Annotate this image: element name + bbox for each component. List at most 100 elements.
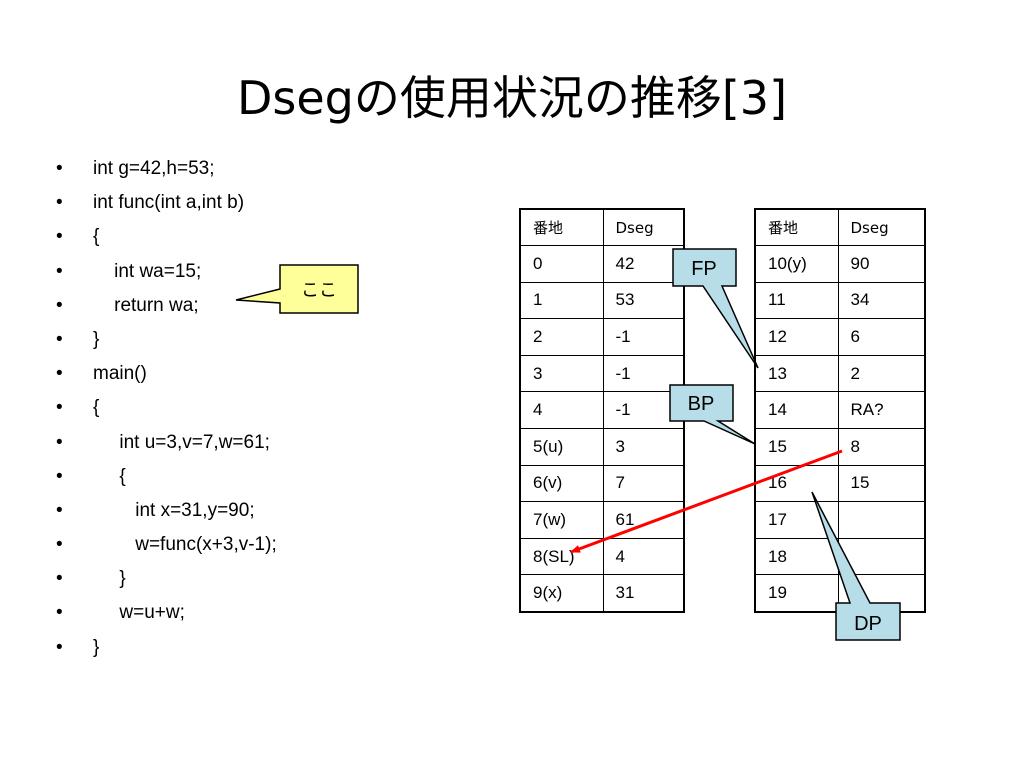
code-text: w=u+w; (93, 602, 185, 624)
value-cell: 4 (602, 537, 685, 576)
table-header-row: 番地 Dseg (519, 208, 685, 247)
value-cell: 31 (602, 574, 685, 613)
table-row: 3-1 (519, 354, 685, 393)
address-cell: 16 (754, 464, 839, 503)
value-cell: 15 (837, 464, 926, 503)
value-cell: 3 (602, 428, 685, 466)
table-row: 17 (754, 501, 926, 539)
value-cell: -1 (602, 318, 685, 356)
fp-callout-label: FP (691, 258, 717, 280)
table-row: 6(v)7 (519, 464, 685, 503)
value-cell: RA? (837, 391, 926, 430)
value-cell: 53 (602, 281, 685, 320)
address-cell: 11 (754, 281, 839, 320)
address-cell: 5(u) (519, 428, 604, 466)
table-row: 10(y)90 (754, 245, 926, 283)
address-cell: 13 (754, 354, 839, 393)
table-row: 8(SL)4 (519, 537, 685, 576)
value-cell: 42 (602, 245, 685, 283)
bullet: • (56, 158, 63, 179)
bullet: • (56, 534, 63, 556)
table-row: 0 42 (519, 245, 685, 283)
value-cell: 8 (837, 428, 926, 466)
address-cell: 12 (754, 318, 839, 356)
code-text: } (93, 568, 126, 590)
bullet: • (56, 636, 63, 658)
value-cell: 61 (602, 501, 685, 539)
table-header-row: 番地 Dseg (754, 208, 926, 247)
table-row: 2-1 (519, 318, 685, 356)
code-text: } (93, 636, 100, 658)
value-cell: 90 (837, 245, 926, 283)
code-text: { (93, 465, 126, 487)
code-text: { (93, 397, 100, 419)
address-cell: 15 (754, 428, 839, 466)
header-dseg: Dseg (837, 208, 926, 247)
address-cell: 19 (754, 574, 839, 613)
address-cell: 7(w) (519, 501, 604, 539)
address-cell: 0 (519, 245, 604, 283)
address-cell: 9(x) (519, 574, 604, 613)
here-callout (235, 264, 359, 314)
bullet: • (56, 192, 63, 214)
bullet: • (56, 294, 63, 316)
code-text: w=func(x+3,v-1); (93, 534, 277, 556)
address-cell: 10(y) (754, 245, 839, 283)
bullet: • (56, 465, 63, 487)
value-cell (837, 574, 926, 613)
address-cell: 3 (519, 354, 604, 393)
header-address: 番地 (519, 208, 604, 247)
bullet: • (56, 568, 63, 590)
code-text: main() (93, 363, 147, 385)
bullet: • (56, 602, 63, 624)
header-address: 番地 (754, 208, 839, 247)
table-row: 5(u)3 (519, 428, 685, 466)
value-cell (837, 501, 926, 539)
value-cell: -1 (602, 391, 685, 430)
code-text: { (93, 226, 100, 248)
bullet: • (56, 328, 63, 350)
code-text: } (93, 328, 100, 350)
memory-table-0-9: 番地 Dseg 0 42 1 53 2-1 3-1 4-1 5(u)3 6(v)… (519, 208, 685, 613)
address-cell: 17 (754, 501, 839, 539)
value-cell: 7 (602, 464, 685, 503)
table-row: 7(w)61 (519, 501, 685, 539)
table-row: 19 (754, 574, 926, 613)
value-cell: 6 (837, 318, 926, 356)
code-text: int func(int a,int b) (93, 192, 245, 214)
address-cell: 1 (519, 281, 604, 320)
address-cell: 8(SL) (519, 537, 604, 576)
address-cell: 18 (754, 537, 839, 576)
value-cell: -1 (602, 354, 685, 393)
bullet: • (56, 363, 63, 385)
table-row: 1 53 (519, 281, 685, 320)
here-callout-label: ここ (301, 280, 337, 301)
bullet: • (56, 431, 63, 453)
bullet: • (56, 397, 63, 419)
value-cell: 2 (837, 354, 926, 393)
code-text: int wa=15; (93, 260, 202, 282)
bullet: • (56, 260, 63, 282)
code-text: int x=31,y=90; (93, 499, 255, 521)
dp-callout-label: DP (854, 613, 882, 635)
header-dseg: Dseg (602, 208, 685, 247)
table-row: 18 (754, 537, 926, 576)
code-text: int g=42,h=53; (93, 158, 215, 179)
bullet: • (56, 226, 63, 248)
bp-callout-label: BP (688, 393, 715, 415)
address-cell: 2 (519, 318, 604, 356)
fp-callout (672, 248, 759, 369)
address-cell: 6(v) (519, 464, 604, 503)
address-cell: 4 (519, 391, 604, 430)
code-text: return wa; (93, 294, 199, 316)
value-cell (837, 537, 926, 576)
bullet: • (56, 499, 63, 521)
address-cell: 14 (754, 391, 839, 430)
